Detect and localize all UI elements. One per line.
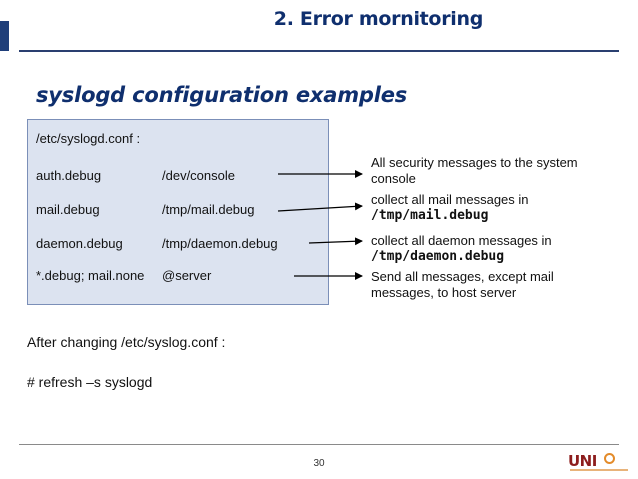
config-action-daemon: /tmp/daemon.debug (162, 236, 278, 251)
config-selector-mail: mail.debug (36, 202, 100, 217)
section-title: syslogd configuration examples (36, 83, 408, 107)
note-daemon-line1: collect all daemon messages in (371, 233, 552, 248)
note-security: All security messages to the system cons… (371, 155, 578, 187)
header-divider (19, 50, 619, 52)
logo-ring-icon (604, 453, 615, 464)
logo-text: UNI (568, 452, 597, 470)
config-action-mail: /tmp/mail.debug (162, 202, 255, 217)
logo: UNI (568, 450, 630, 476)
note-security-line2: console (371, 171, 416, 186)
refresh-command: # refresh –s syslogd (27, 374, 153, 390)
note-daemon: collect all daemon messages in /tmp/daem… (371, 233, 552, 265)
arrow-mail (277, 202, 363, 212)
config-panel (27, 119, 329, 305)
accent-bar (0, 21, 9, 51)
note-mail-line1: collect all mail messages in (371, 192, 529, 207)
page-number: 30 (313, 458, 325, 469)
config-selector-auth: auth.debug (36, 168, 102, 183)
config-action-auth: /dev/console (162, 168, 235, 183)
arrow-daemon (308, 237, 363, 246)
config-action-server: @server (162, 268, 212, 283)
after-caption: After changing /etc/syslog.conf : (27, 334, 226, 350)
config-selector-daemon: daemon.debug (36, 236, 123, 251)
note-server-line1: Send all messages, except mail (371, 269, 554, 284)
note-mail-path: /tmp/mail.debug (371, 208, 489, 223)
config-filename: /etc/syslogd.conf : (36, 131, 141, 146)
note-server-line2: messages, to host server (371, 285, 517, 300)
note-daemon-path: /tmp/daemon.debug (371, 249, 505, 264)
note-server: Send all messages, except mail messages,… (371, 269, 554, 301)
footer-divider (19, 444, 619, 445)
config-selector-all: *.debug; mail.none (36, 268, 145, 283)
logo-underline (570, 469, 628, 471)
slide-title: 2. Error mornitoring (273, 8, 484, 30)
note-security-line1: All security messages to the system (371, 155, 578, 170)
note-mail: collect all mail messages in /tmp/mail.d… (371, 192, 529, 224)
